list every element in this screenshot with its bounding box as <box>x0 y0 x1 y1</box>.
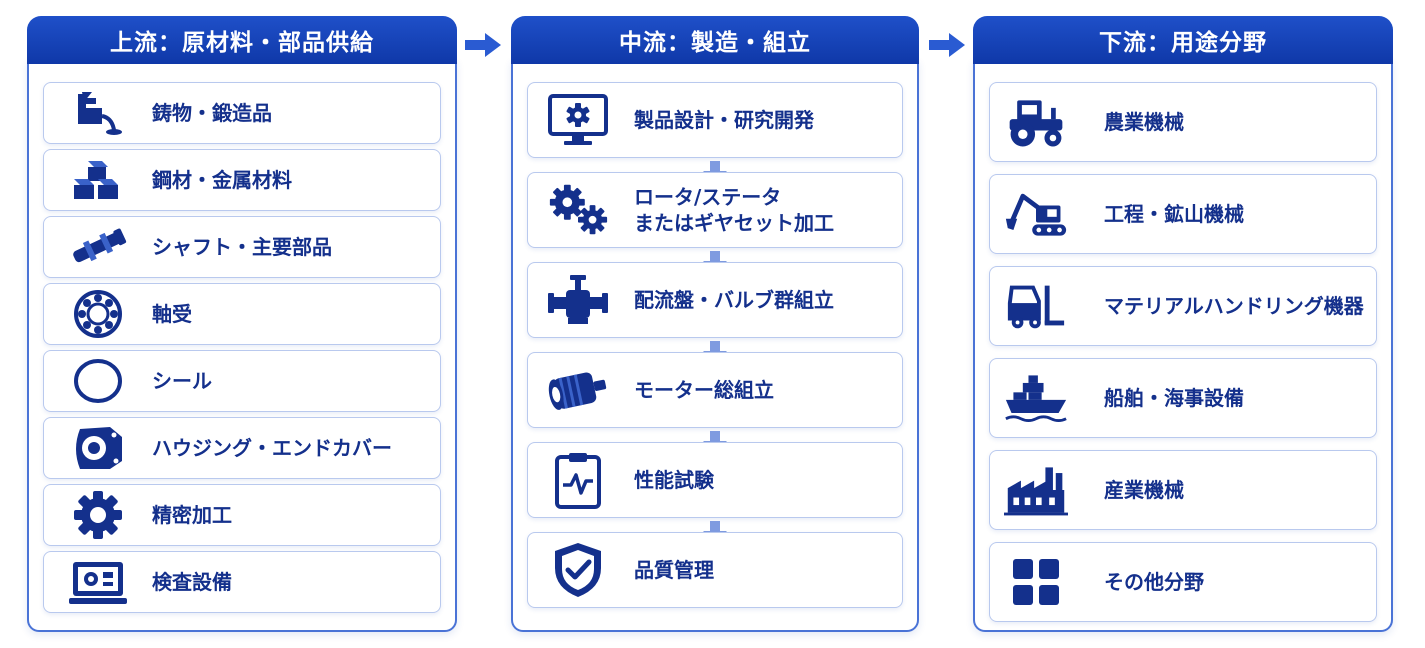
seal-ring-icon <box>66 355 130 407</box>
item-label: 軸受 <box>152 302 192 326</box>
step-label: モーター総組立 <box>634 378 774 402</box>
clipboard-chart-icon <box>546 453 610 509</box>
item-label: 鋼材・金属材料 <box>152 168 292 192</box>
upstream-title: 上流：原材料・部品供給 <box>110 30 374 56</box>
midstream-column: 中流：製造・組立 製品設計・研究開発 ロータ/ステータ またはギヤセット加工 配… <box>511 16 919 632</box>
tractor-icon <box>1004 96 1068 148</box>
grid-icon <box>1004 556 1068 608</box>
upstream-item: ハウジング・エンドカバー <box>43 417 441 479</box>
excavator-icon <box>1004 188 1068 240</box>
downstream-title: 下流：用途分野 <box>1099 30 1267 56</box>
downstream-column: 下流：用途分野 農業機械 工程・鉱山機械 マテリアルハンドリング機器 船舶・海事… <box>973 16 1393 632</box>
upstream-item: 検査設備 <box>43 551 441 613</box>
motor-icon <box>546 364 610 416</box>
midstream-header: 中流：製造・組立 <box>511 16 919 64</box>
step-label: 性能試験 <box>634 468 714 492</box>
item-label: その他分野 <box>1104 570 1204 594</box>
upstream-header: 上流：原材料・部品供給 <box>27 16 457 64</box>
step-label: ロータ/ステータ またはギヤセット加工 <box>634 185 834 235</box>
midstream-step: モーター総組立 <box>527 352 903 428</box>
item-label: 検査設備 <box>152 570 232 594</box>
downstream-item: 工程・鉱山機械 <box>989 174 1377 254</box>
bearing-icon <box>66 288 130 340</box>
item-label: マテリアルハンドリング機器 <box>1104 294 1364 318</box>
arrow-midstream-to-downstream <box>927 30 967 60</box>
item-label: 船舶・海事設備 <box>1104 386 1244 410</box>
item-label: 工程・鉱山機械 <box>1104 202 1244 226</box>
gears-icon <box>546 184 610 236</box>
downstream-item: 農業機械 <box>989 82 1377 162</box>
upstream-item: 鋳物・鍛造品 <box>43 82 441 144</box>
upstream-item: 軸受 <box>43 283 441 345</box>
forklift-icon <box>1004 280 1068 332</box>
midstream-step: 性能試験 <box>527 442 903 518</box>
arrow-upstream-to-midstream <box>463 30 503 60</box>
gear-icon <box>66 489 130 541</box>
casting-ladle-icon <box>66 87 130 139</box>
midstream-panel: 製品設計・研究開発 ロータ/ステータ またはギヤセット加工 配流盤・バルブ群組立… <box>511 60 919 632</box>
downstream-item: その他分野 <box>989 542 1377 622</box>
item-label: シャフト・主要部品 <box>152 235 332 259</box>
item-label: ハウジング・エンドカバー <box>152 436 392 460</box>
midstream-step: ロータ/ステータ またはギヤセット加工 <box>527 172 903 248</box>
shaft-icon <box>66 221 130 273</box>
item-label: シール <box>152 369 212 393</box>
downstream-item: 船舶・海事設備 <box>989 358 1377 438</box>
item-label: 鋳物・鍛造品 <box>152 101 272 125</box>
steel-blocks-icon <box>66 154 130 206</box>
upstream-item: 精密加工 <box>43 484 441 546</box>
upstream-item: シール <box>43 350 441 412</box>
item-label: 産業機械 <box>1104 478 1184 502</box>
upstream-item: 鋼材・金属材料 <box>43 149 441 211</box>
downstream-panel: 農業機械 工程・鉱山機械 マテリアルハンドリング機器 船舶・海事設備 産業機械 <box>973 60 1393 632</box>
step-label: 製品設計・研究開発 <box>634 108 814 132</box>
step-label: 配流盤・バルブ群組立 <box>634 288 834 312</box>
midstream-title: 中流：製造・組立 <box>619 30 811 56</box>
ship-icon <box>1004 372 1068 424</box>
item-label: 精密加工 <box>152 503 232 527</box>
midstream-step: 品質管理 <box>527 532 903 608</box>
item-label: 農業機械 <box>1104 110 1184 134</box>
valve-icon <box>546 274 610 326</box>
upstream-panel: 鋳物・鍛造品 鋼材・金属材料 シャフト・主要部品 軸受 シール <box>27 60 457 632</box>
factory-icon <box>1004 464 1068 516</box>
midstream-step: 製品設計・研究開発 <box>527 82 903 158</box>
midstream-step: 配流盤・バルブ群組立 <box>527 262 903 338</box>
step-label: 品質管理 <box>634 558 714 582</box>
housing-icon <box>66 422 130 474</box>
downstream-item: マテリアルハンドリング機器 <box>989 266 1377 346</box>
monitor-gear-icon <box>546 94 610 146</box>
downstream-header: 下流：用途分野 <box>973 16 1393 64</box>
upstream-column: 上流：原材料・部品供給 鋳物・鍛造品 鋼材・金属材料 シャフト・主要部品 軸受 <box>27 16 457 632</box>
inspection-machine-icon <box>66 556 130 608</box>
upstream-item: シャフト・主要部品 <box>43 216 441 278</box>
shield-check-icon <box>546 543 610 597</box>
downstream-item: 産業機械 <box>989 450 1377 530</box>
